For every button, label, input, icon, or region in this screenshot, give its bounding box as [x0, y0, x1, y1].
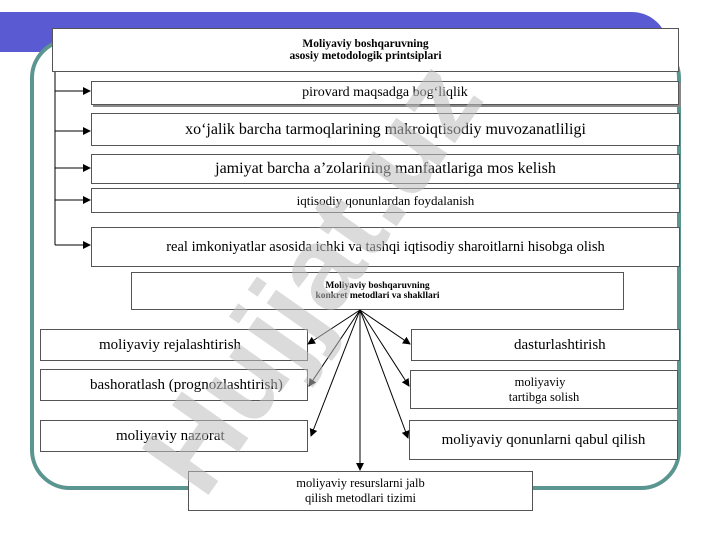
method-right-2-line2: tartibga solish	[508, 389, 580, 404]
method-right-2: moliyaviy tartibga solish	[410, 370, 678, 409]
principle-text-4: iqtisodiy qonunlardan foydalanish	[296, 192, 475, 208]
method-right-2-line1: moliyaviy	[514, 374, 566, 389]
top-title-line2: asosiy metodologik printsiplari	[289, 50, 442, 62]
method-left-1-text: moliyaviy rejalashtirish	[99, 336, 242, 353]
middle-title-line1: Moliyaviy boshqaruvning	[325, 281, 430, 291]
method-left-3-text: moliyaviy nazorat	[116, 427, 225, 444]
method-right-1-text: dasturlashtirish	[514, 336, 606, 353]
principle-box-3: jamiyat barcha a’zolarining manfaatlarig…	[91, 154, 680, 184]
top-title-line1: Moliyaviy boshqaruvning	[302, 38, 429, 50]
bottom-line2: qilish metodlari tizimi	[304, 491, 417, 505]
middle-title-line2: konkret metodlari va shakllari	[315, 291, 440, 301]
top-title-box: Moliyaviy boshqaruvning asosiy metodolog…	[52, 28, 679, 72]
method-left-2-text: bashoratlash (prognozlashtirish)	[90, 376, 283, 393]
principle-box-2: xo‘jalik barcha tarmoqlarining makroiqti…	[91, 113, 680, 146]
method-left-1: moliyaviy rejalashtirish	[40, 329, 308, 361]
principle-text-2: xo‘jalik barcha tarmoqlarining makroiqti…	[185, 120, 586, 138]
principle-text-5: real imkoniyatlar asosida ichki va tashq…	[166, 238, 605, 255]
bottom-line1: moliyaviy resurslarni jalb	[296, 476, 425, 490]
principle-box-1: pirovard maqsadga bog‘liqlik	[91, 81, 679, 105]
principle-box-4: iqtisodiy qonunlardan foydalanish	[91, 188, 680, 213]
principle-text-1: pirovard maqsadga bog‘liqlik	[302, 85, 468, 100]
middle-title-box: Moliyaviy boshqaruvning konkret metodlar…	[131, 272, 624, 310]
method-right-1: dasturlashtirish	[411, 329, 680, 361]
method-right-3: moliyaviy qonunlarni qabul qilish	[409, 420, 678, 460]
method-left-2: bashoratlash (prognozlashtirish)	[40, 369, 308, 401]
method-left-3: moliyaviy nazorat	[40, 420, 308, 452]
bottom-box: moliyaviy resurslarni jalb qilish metodl…	[188, 471, 533, 511]
principle-text-3: jamiyat barcha a’zolarining manfaatlarig…	[215, 160, 556, 177]
principle-box-5: real imkoniyatlar asosida ichki va tashq…	[91, 227, 680, 267]
method-right-3-text: moliyaviy qonunlarni qabul qilish	[441, 431, 646, 448]
